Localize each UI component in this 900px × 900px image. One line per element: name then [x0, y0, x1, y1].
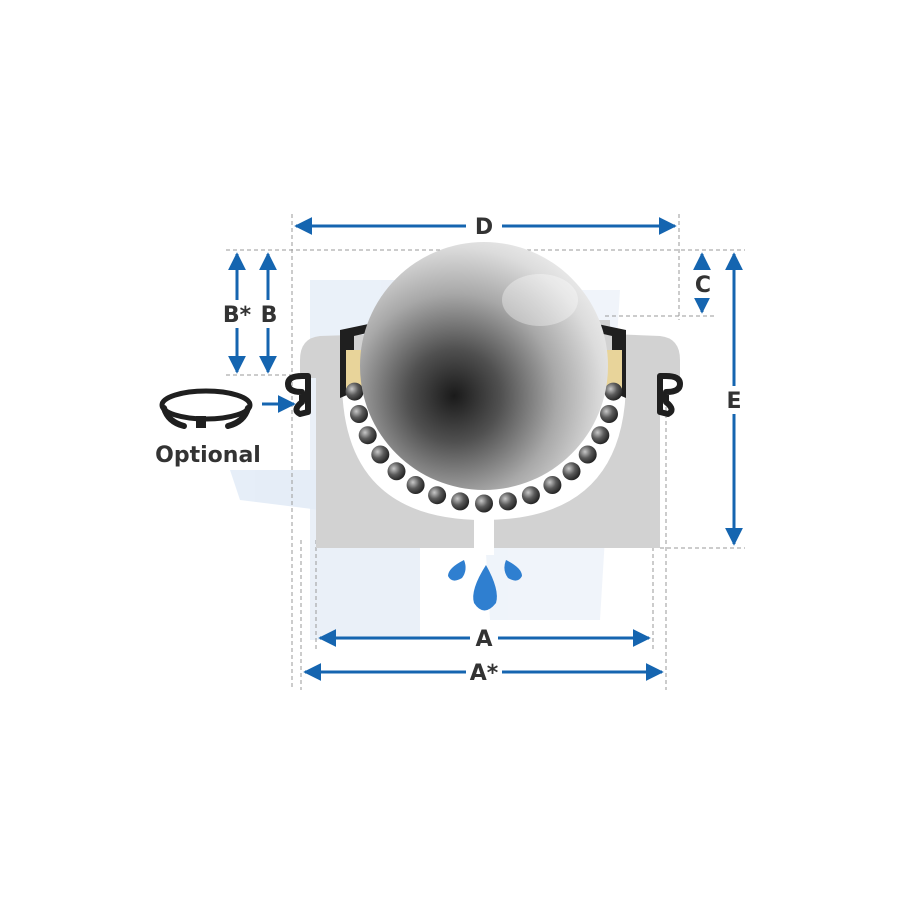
- support-ball: [406, 476, 425, 494]
- support-ball: [604, 382, 623, 401]
- ball-highlight: [502, 274, 578, 326]
- support-ball: [451, 492, 470, 511]
- support-ball: [345, 382, 364, 401]
- support-ball: [371, 445, 390, 464]
- optional-label: Optional: [155, 443, 261, 468]
- dimension-b-label: B: [261, 303, 278, 328]
- support-ball: [562, 462, 581, 481]
- support-ball: [498, 492, 517, 511]
- dimension-a-label: A: [475, 627, 492, 652]
- support-ball: [475, 494, 493, 513]
- support-ball: [591, 426, 610, 445]
- label-backgrounds: [220, 212, 748, 686]
- dimension-d-label: D: [475, 215, 493, 240]
- seal-right: [604, 350, 622, 390]
- support-ball: [578, 445, 597, 464]
- water-drops-icon: [448, 560, 522, 611]
- support-ball: [521, 486, 540, 505]
- seal-left: [346, 350, 364, 390]
- support-ball: [350, 405, 368, 423]
- support-balls: [345, 382, 623, 513]
- support-ball: [600, 405, 618, 423]
- main-ball: [360, 242, 608, 490]
- dimension-c-label: C: [695, 273, 711, 298]
- retaining-ring-icon: [159, 388, 253, 429]
- support-ball: [387, 462, 406, 481]
- support-ball: [358, 426, 377, 445]
- dimension-b-star-label: B*: [223, 303, 252, 328]
- dimension-a-star-label: A*: [470, 661, 499, 686]
- dimension-e-label: E: [726, 389, 741, 414]
- support-ball: [543, 476, 562, 494]
- support-ball: [428, 486, 447, 505]
